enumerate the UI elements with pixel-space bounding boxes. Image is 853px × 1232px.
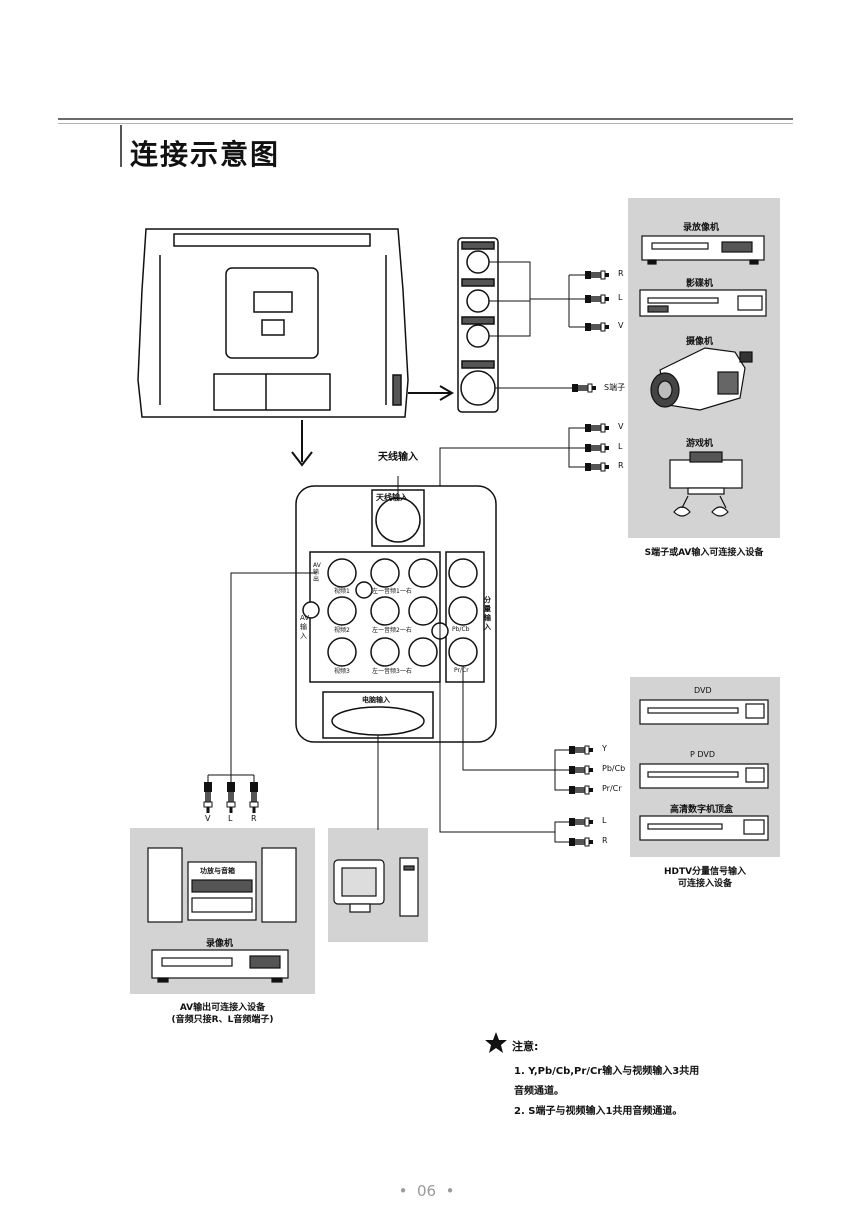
- device-label-dvd: 影碟机: [686, 279, 714, 289]
- audio-device-recorder: 录像机: [206, 939, 234, 949]
- av-cable-r: R: [618, 461, 624, 470]
- pdvd-device: [639, 763, 769, 789]
- port-label-l: L: [618, 293, 623, 302]
- note-1: 1. Y,Pb/Cb,Pr/Cr输入与视频输入3共用: [514, 1066, 700, 1077]
- note-1b: 音频通道。: [514, 1086, 564, 1097]
- audio-label-1: 左一音频1一右: [372, 588, 412, 595]
- hdtv-cable-pb: Pb/Cb: [602, 764, 626, 773]
- av-out-cable-v: V: [205, 814, 211, 823]
- audio-label-2: 左一音频2一右: [372, 627, 412, 634]
- av-group-label: AV输入: [300, 614, 310, 640]
- page-dot-left: •: [398, 1182, 417, 1200]
- page-title: 连接示意图: [130, 138, 281, 171]
- tv-rear: [137, 228, 409, 418]
- back-connector-panel: [295, 485, 497, 743]
- hdtv-cable-r: R: [602, 836, 608, 845]
- component-port-pr: Pr/Cr: [454, 667, 469, 674]
- hdtv-caption-1: HDTV分量信号输入: [663, 867, 747, 877]
- av-out-label: AV输出: [313, 562, 321, 583]
- device-label-camcorder: 摄像机: [686, 337, 714, 347]
- recorder-device: [151, 949, 289, 983]
- audio-label-3: 左一音频3一右: [372, 668, 412, 675]
- row-label-video3: 视频3: [334, 668, 350, 675]
- page-number-value: 06: [416, 1182, 437, 1200]
- header-rule: [58, 118, 793, 120]
- hdtv-device-pdvd: P DVD: [690, 750, 716, 759]
- hdtv-device-settop: 高清数字机顶盒: [670, 805, 734, 815]
- notes-heading: 注意:: [512, 1040, 539, 1053]
- camcorder-device: [650, 347, 753, 411]
- hdtv-caption-2: 可连接入设备: [677, 879, 732, 889]
- s-terminal-label: S端子: [604, 383, 626, 392]
- audio-device-amp: 功放与音箱: [200, 867, 235, 875]
- note-2: 2. S端子与视频输入1共用音频通道。: [514, 1106, 683, 1117]
- settop-box-device: [639, 815, 769, 841]
- page-dot-right: •: [436, 1182, 455, 1200]
- component-group-label: 分量输入: [484, 596, 491, 631]
- header-rule-thin: [58, 123, 793, 124]
- av-cable-v: V: [618, 422, 624, 431]
- notes-star-icon: [485, 1032, 507, 1053]
- component-port-pb: Pb/Cb: [452, 626, 470, 633]
- game-console-device: [669, 451, 743, 517]
- hdtv-device-dvd: DVD: [694, 686, 712, 695]
- page-number: • 06 •: [0, 1182, 853, 1200]
- top-panel-caption: S端子或AV输入可连接入设备: [644, 548, 764, 558]
- speakers-amp-device: [147, 847, 297, 923]
- arrows: [291, 385, 454, 467]
- row-label-video2: 视频2: [334, 627, 350, 634]
- hdtv-cable-pr: Pr/Cr: [602, 784, 622, 793]
- computer-device: [333, 857, 419, 917]
- device-label-game: 游戏机: [686, 439, 714, 449]
- port-label-r: R: [618, 269, 624, 278]
- dvd-player-device: [639, 289, 767, 317]
- audio-caption-2: (音频只接R、L音频端子): [171, 1015, 274, 1025]
- hdtv-cable-l: L: [602, 816, 607, 825]
- device-label-vcr: 录放像机: [683, 223, 720, 233]
- av-out-cable-r: R: [251, 814, 257, 823]
- av-out-cable-l: L: [228, 814, 233, 823]
- vga-label: 电脑输入: [362, 696, 390, 704]
- antenna-label: 天线输入: [378, 452, 418, 463]
- antenna-box-label: 天线输入: [376, 493, 408, 502]
- row-label-video1: 视频1: [334, 588, 350, 595]
- side-jack-strip: [457, 237, 499, 413]
- audio-caption-1: AV输出可连接入设备: [179, 1003, 266, 1013]
- dvd-device: [639, 699, 769, 725]
- av-cable-l: L: [618, 442, 623, 451]
- vcr-device: [641, 235, 765, 265]
- title-accent-bar: [120, 125, 122, 167]
- hdtv-cable-y: Y: [602, 744, 607, 753]
- port-label-v: V: [618, 321, 624, 330]
